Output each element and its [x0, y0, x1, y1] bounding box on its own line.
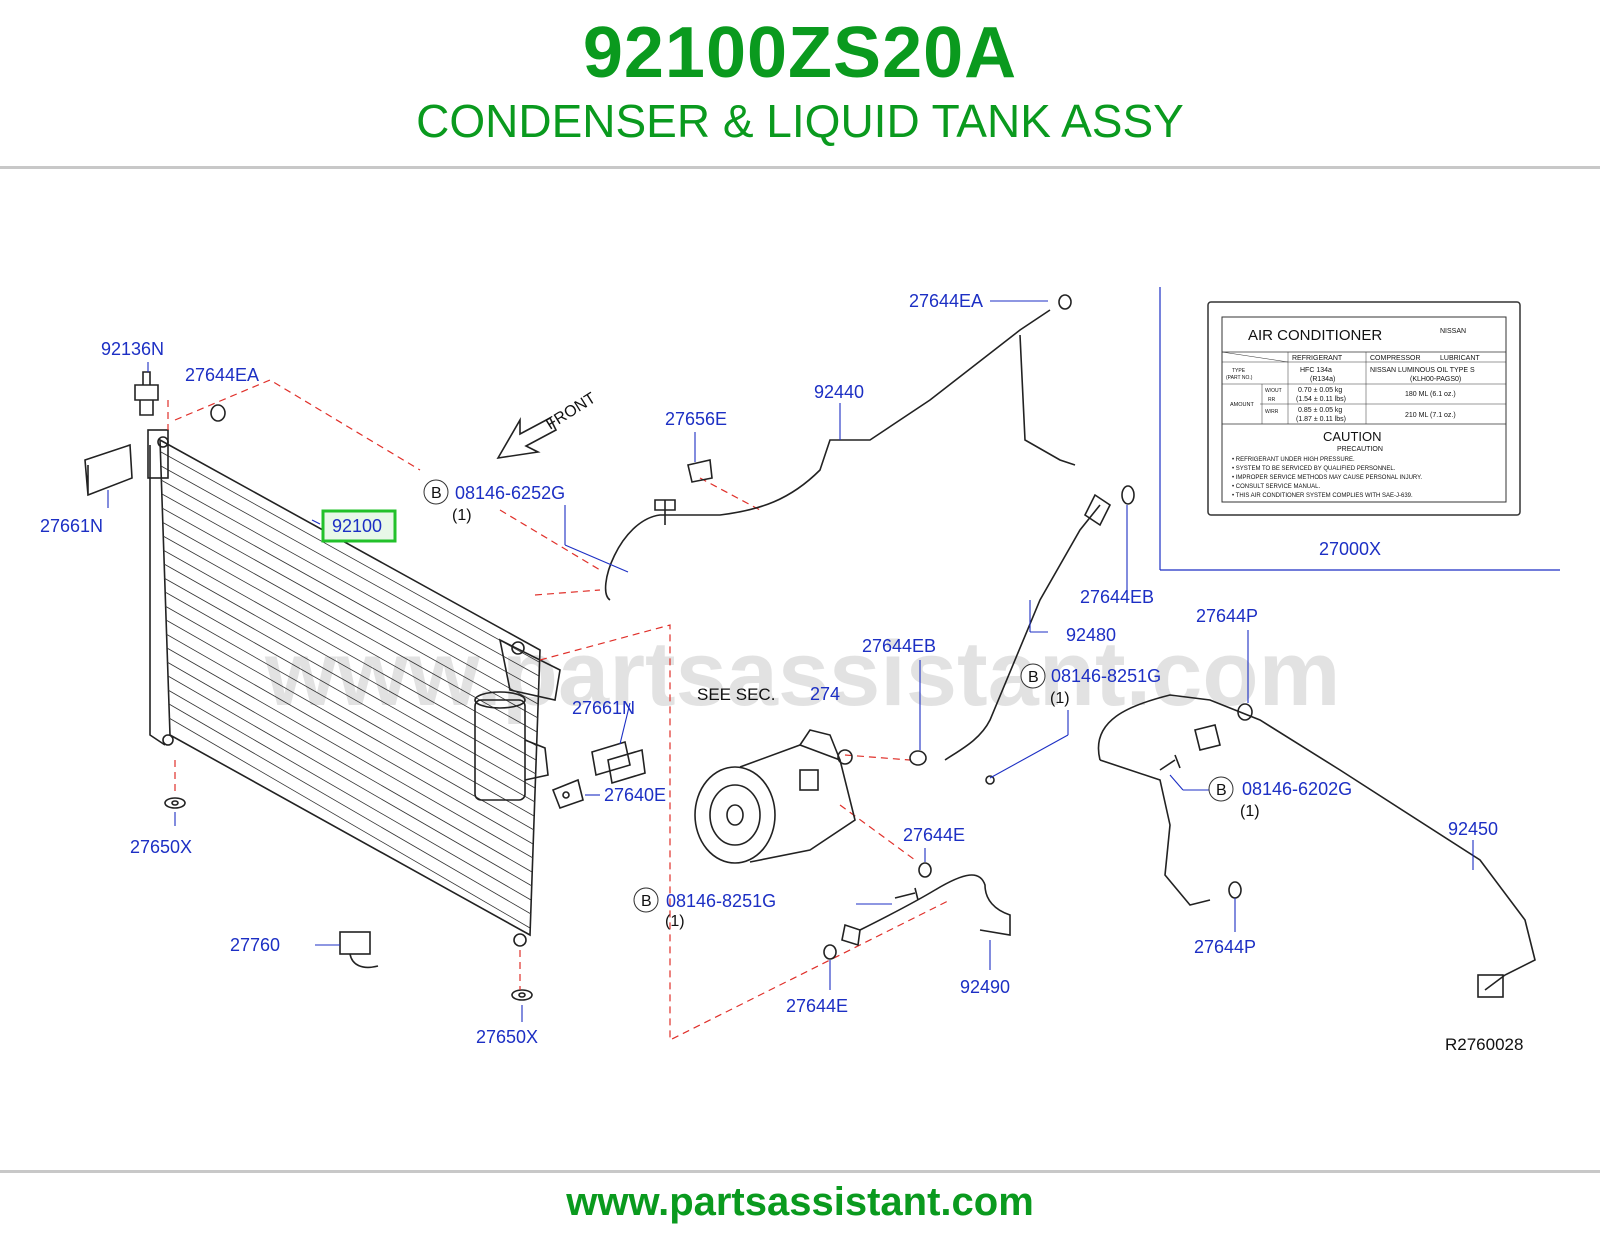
callout-27644E-b[interactable]: 27644E [786, 996, 848, 1016]
callout-08146-6202G[interactable]: 08146-6202G [1242, 779, 1352, 799]
callout-27650X-b[interactable]: 27650X [476, 1027, 538, 1047]
callout-08146-8251G-a[interactable]: 08146-8251G [1051, 666, 1161, 686]
callout-92480[interactable]: 92480 [1066, 625, 1116, 645]
callout-27644E-a[interactable]: 27644E [903, 825, 965, 845]
ac-wout: W/OUT [1265, 388, 1282, 394]
callout-92450[interactable]: 92450 [1448, 819, 1498, 839]
ac-label-brand: NISSAN [1440, 328, 1466, 335]
callout-27661N-left[interactable]: 27661N [40, 516, 103, 536]
callout-27644EB-b[interactable]: 27644EB [862, 636, 936, 656]
ac-line-2: • SYSTEM TO BE SERVICED BY QUALIFIED PER… [1232, 466, 1396, 472]
header: 92100ZS20A CONDENSER & LIQUID TANK ASSY [0, 0, 1600, 170]
ac-caution: CAUTION [1323, 429, 1382, 444]
ac-part-no: (PART NO.) [1226, 375, 1253, 381]
ac-r134a: (R134a) [1310, 376, 1335, 383]
b-markers: B B B B [423, 479, 1234, 913]
b-marker-3: B [1216, 782, 1227, 799]
callout-27760[interactable]: 27760 [230, 935, 280, 955]
ac-o1: 180 ML (6.1 oz.) [1405, 391, 1456, 398]
ac-amount: AMOUNT [1230, 402, 1254, 408]
ac-type: TYPE [1232, 368, 1246, 374]
b-marker-1: B [431, 485, 442, 502]
front-label: FRONT [543, 390, 599, 434]
see-section-label: SEE SEC. [697, 685, 775, 704]
part-number: 92100ZS20A [582, 13, 1018, 93]
ac-line-3: • IMPROPER SERVICE METHODS MAY CAUSE PER… [1232, 475, 1422, 481]
ac-wrr: W/RR [1265, 409, 1279, 415]
qty-08146-8251G-b: (1) [665, 913, 685, 930]
b-marker-4: B [641, 893, 652, 910]
callout-92490[interactable]: 92490 [960, 977, 1010, 997]
ac-oil: NISSAN LUMINOUS OIL TYPE S [1370, 367, 1475, 374]
ac-col-refrigerant: REFRIGERANT [1292, 355, 1343, 362]
callout-27644P-a[interactable]: 27644P [1196, 606, 1258, 626]
ac-label-title: AIR CONDITIONER [1248, 327, 1382, 344]
callout-27644EA-top[interactable]: 27644EA [909, 291, 983, 311]
ac-klh: (KLH00-PAGS0) [1410, 376, 1461, 383]
ac-o2: 210 ML (7.1 oz.) [1405, 412, 1456, 419]
callout-92136N[interactable]: 92136N [101, 339, 164, 359]
callout-92440[interactable]: 92440 [814, 382, 864, 402]
highlight-box [321, 509, 397, 543]
ac-r1: 0.70 ± 0.05 kg [1298, 387, 1342, 394]
callout-27650X-a[interactable]: 27650X [130, 837, 192, 857]
qty-08146-8251G-a: (1) [1050, 690, 1070, 707]
pipes-drawing [604, 294, 1536, 998]
callout-27644EA-left[interactable]: 27644EA [185, 365, 259, 385]
ac-precaution: PRECAUTION [1337, 446, 1383, 453]
connection-lines [167, 379, 951, 1041]
ac-label-box: AIR CONDITIONER NISSAN REFRIGERANT COMPR… [1159, 287, 1560, 571]
ac-rr: RR [1268, 397, 1276, 403]
callout-27644EB-a[interactable]: 27644EB [1080, 587, 1154, 607]
callout-27661N-mid[interactable]: 27661N [572, 698, 635, 718]
footer-url[interactable]: www.partsassistant.com [566, 1180, 1034, 1224]
ac-line-4: • CONSULT SERVICE MANUAL. [1232, 484, 1320, 490]
callout-08146-6252G[interactable]: 08146-6252G [455, 483, 565, 503]
callout-27656E[interactable]: 27656E [665, 409, 727, 429]
callout-27000X[interactable]: 27000X [1319, 539, 1381, 559]
callouts: 92136N 27644EA 27661N 92100 27650X 27760… [40, 291, 1498, 1047]
callout-27640E[interactable]: 27640E [604, 785, 666, 805]
footer-divider [0, 1170, 1600, 1173]
callout-92100[interactable]: 92100 [332, 516, 382, 536]
see-section-number[interactable]: 274 [810, 684, 840, 704]
diagram-code: R2760028 [1445, 1035, 1523, 1054]
ac-line-1: • REFRIGERANT UNDER HIGH PRESSURE. [1232, 457, 1355, 463]
qty-08146-6252G: (1) [452, 507, 472, 524]
qty-08146-6202G: (1) [1240, 803, 1260, 820]
ac-r4: (1.87 ± 0.11 lbs) [1296, 416, 1346, 423]
ac-r2: (1.54 ± 0.11 lbs) [1296, 396, 1346, 403]
callout-27644P-b[interactable]: 27644P [1194, 937, 1256, 957]
b-marker-2: B [1028, 669, 1039, 686]
ac-hfc: HFC 134a [1300, 367, 1332, 374]
ac-r3: 0.85 ± 0.05 kg [1298, 407, 1342, 414]
part-title: CONDENSER & LIQUID TANK ASSY [416, 95, 1184, 147]
callout-08146-8251G-b[interactable]: 08146-8251G [666, 891, 776, 911]
condenser-drawing [84, 371, 646, 1001]
header-divider [0, 166, 1600, 169]
ac-col-compressor: COMPRESSOR [1370, 355, 1421, 362]
watermark: www.partsassistant.com [264, 623, 1340, 725]
front-arrow: FRONT [496, 390, 599, 460]
ac-col-lubricant: LUBRICANT [1440, 355, 1480, 362]
ac-line-5: • THIS AIR CONDITIONER SYSTEM COMPLIES W… [1232, 493, 1413, 499]
